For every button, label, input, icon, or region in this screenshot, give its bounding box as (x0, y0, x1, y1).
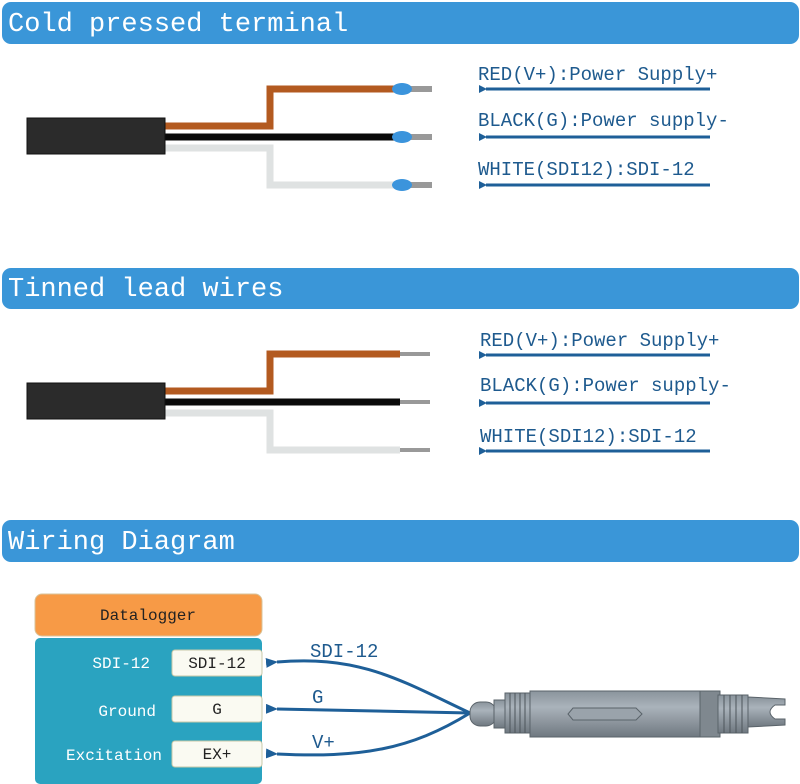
section-tinned-leads: Tinned lead wires RED(V+):Power Supply+ … (2, 268, 799, 455)
terminal-name: Excitation (66, 747, 162, 765)
sensor-probe (469, 690, 786, 738)
wire-label-white: WHITE(SDI12):SDI-12 (478, 159, 695, 181)
terminal-name: Ground (98, 703, 156, 721)
section-title: Wiring Diagram (8, 528, 235, 558)
section-cold-pressed: Cold pressed terminal RED(V+):Power Supp… (2, 2, 799, 191)
cable-illustration (26, 83, 432, 191)
wire-label: V+ (312, 732, 335, 754)
terminal-box (171, 740, 263, 768)
section-wiring: Wiring Diagram Datalogger SDI-12 SDI-12 … (2, 520, 799, 784)
ferrules (392, 83, 432, 191)
terminal-label: EX+ (203, 746, 232, 764)
terminal-box (171, 649, 263, 677)
terminal-box (171, 695, 263, 723)
wire-label-red: RED(V+):Power Supply+ (480, 330, 719, 352)
section-header (2, 2, 799, 44)
wire-label: G (312, 687, 323, 709)
cable-illustration (26, 350, 430, 454)
section-title: Tinned lead wires (8, 275, 283, 305)
section-header (2, 520, 799, 562)
datalogger-label: Datalogger (100, 607, 196, 625)
wire-label-white: WHITE(SDI12):SDI-12 (480, 426, 697, 448)
wire-label: SDI-12 (310, 641, 378, 663)
section-header (2, 268, 799, 309)
datalogger-header (34, 593, 263, 637)
wire-label-red: RED(V+):Power Supply+ (478, 64, 717, 86)
terminal-label: SDI-12 (188, 655, 246, 673)
terminal-label: G (212, 701, 222, 719)
terminal-name: SDI-12 (92, 655, 150, 673)
section-title: Cold pressed terminal (8, 10, 348, 40)
wire-label-black: BLACK(G):Power supply- (480, 375, 731, 397)
wires (265, 657, 471, 759)
wire-label-black: BLACK(G):Power supply- (478, 110, 729, 132)
